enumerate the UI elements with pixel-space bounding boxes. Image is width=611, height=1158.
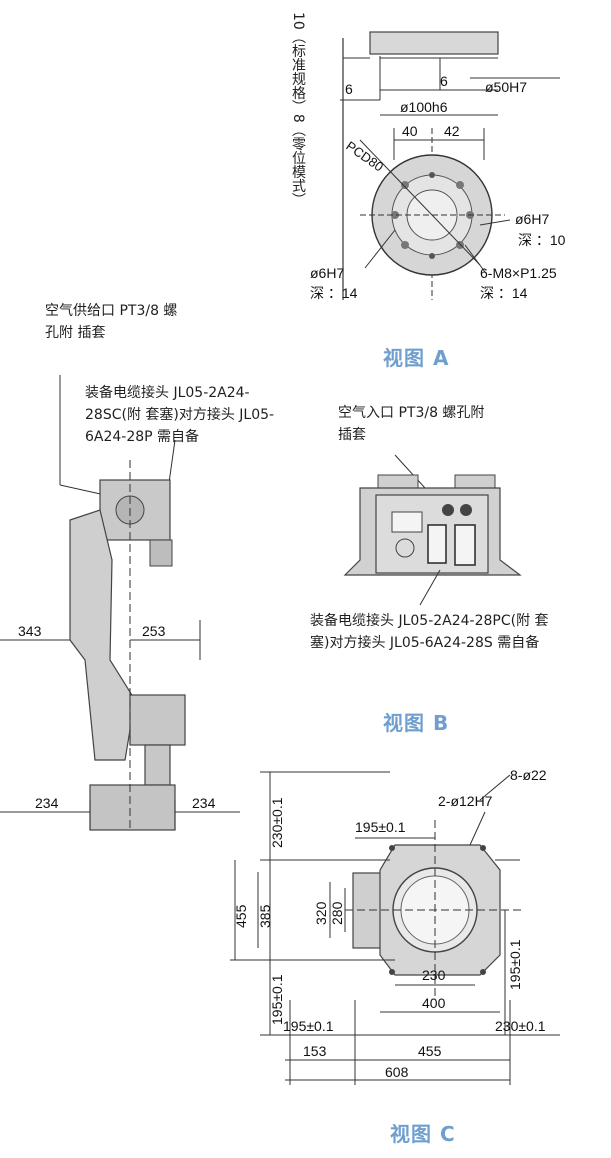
dim-280: 280 [329,901,345,925]
dim-phi6-left: ø6H7 [310,265,344,281]
dim-230-h: 230 [422,967,446,983]
dim-pcd: PCD80 [343,138,386,174]
dim-195-right: 195±0.1 [507,939,523,990]
dim-m8: 6-M8×P1.25 [480,265,557,281]
dim-400: 400 [422,995,446,1011]
view-a-drawing: 6 6 ø50H7 ø100h6 40 42 PCD80 ø6H7 深 ：10 … [310,31,566,301]
side-air-supply-note: 空气供给口 PT3/8 螺孔附 插套 [45,303,178,341]
dim-230-bottom-right: 230±0.1 [495,1018,546,1034]
dim-230-left-top: 230±0.1 [269,797,285,848]
robot-arm [69,509,136,761]
dim-phi6-right: ø6H7 [515,211,549,227]
dim-343: 343 [18,623,42,639]
dim-195-left-bottom: 195±0.1 [269,974,285,1025]
view-a-vertical-note: 10（标准规格）8（零位模式） [290,12,306,207]
dim-phi50: ø50H7 [485,79,527,95]
view-a-caption: 视图 A [383,346,450,370]
view-b-cable-note: 装备电缆接头 JL05-2A24-28PC(附 套塞)对方接头 JL05-6A2… [310,613,549,651]
dim-8-phi22: 8-ø22 [510,767,547,783]
dim-455-h: 455 [418,1043,442,1059]
dim-234-left: 234 [35,795,59,811]
dim-depth14-left: 深 ：14 [310,285,358,301]
robot-base [89,784,176,831]
dim-455-v: 455 [233,904,249,928]
view-a-top-block [369,31,499,55]
dim-195-bottom: 195±0.1 [283,1018,334,1034]
dim-608: 608 [385,1064,409,1080]
dim-depth10: 深 ：10 [518,232,566,248]
dim-6-inner: 6 [440,73,448,89]
view-c-caption: 视图 C [390,1122,456,1146]
dim-depth14-right: 深 ：14 [480,285,528,301]
dim-385: 385 [257,904,273,928]
dim-153: 153 [303,1043,327,1059]
dim-42: 42 [444,123,460,139]
dim-2-phi12: 2-ø12H7 [438,793,493,809]
dim-195-top: 195±0.1 [355,819,406,835]
dim-320: 320 [313,901,329,925]
view-b-drawing [343,454,522,606]
side-view-drawing: 343 253 234 234 [0,375,240,831]
side-cable-note: 装备电缆接头 JL05-2A24-28SC(附 套塞)对方接头 JL05-6A2… [85,385,275,445]
dim-40: 40 [402,123,418,139]
dim-253: 253 [142,623,166,639]
dim-6-left: 6 [345,81,353,97]
view-c-drawing: 8-ø22 2-ø12H7 195±0.1 230±0.1 455 385 32… [230,767,560,1085]
dim-234-right: 234 [192,795,216,811]
view-b-caption: 视图 B [383,711,450,735]
dim-phi100: ø100h6 [400,99,448,115]
view-b-air-inlet-note: 空气入口 PT3/8 螺孔附 插套 [338,405,485,443]
